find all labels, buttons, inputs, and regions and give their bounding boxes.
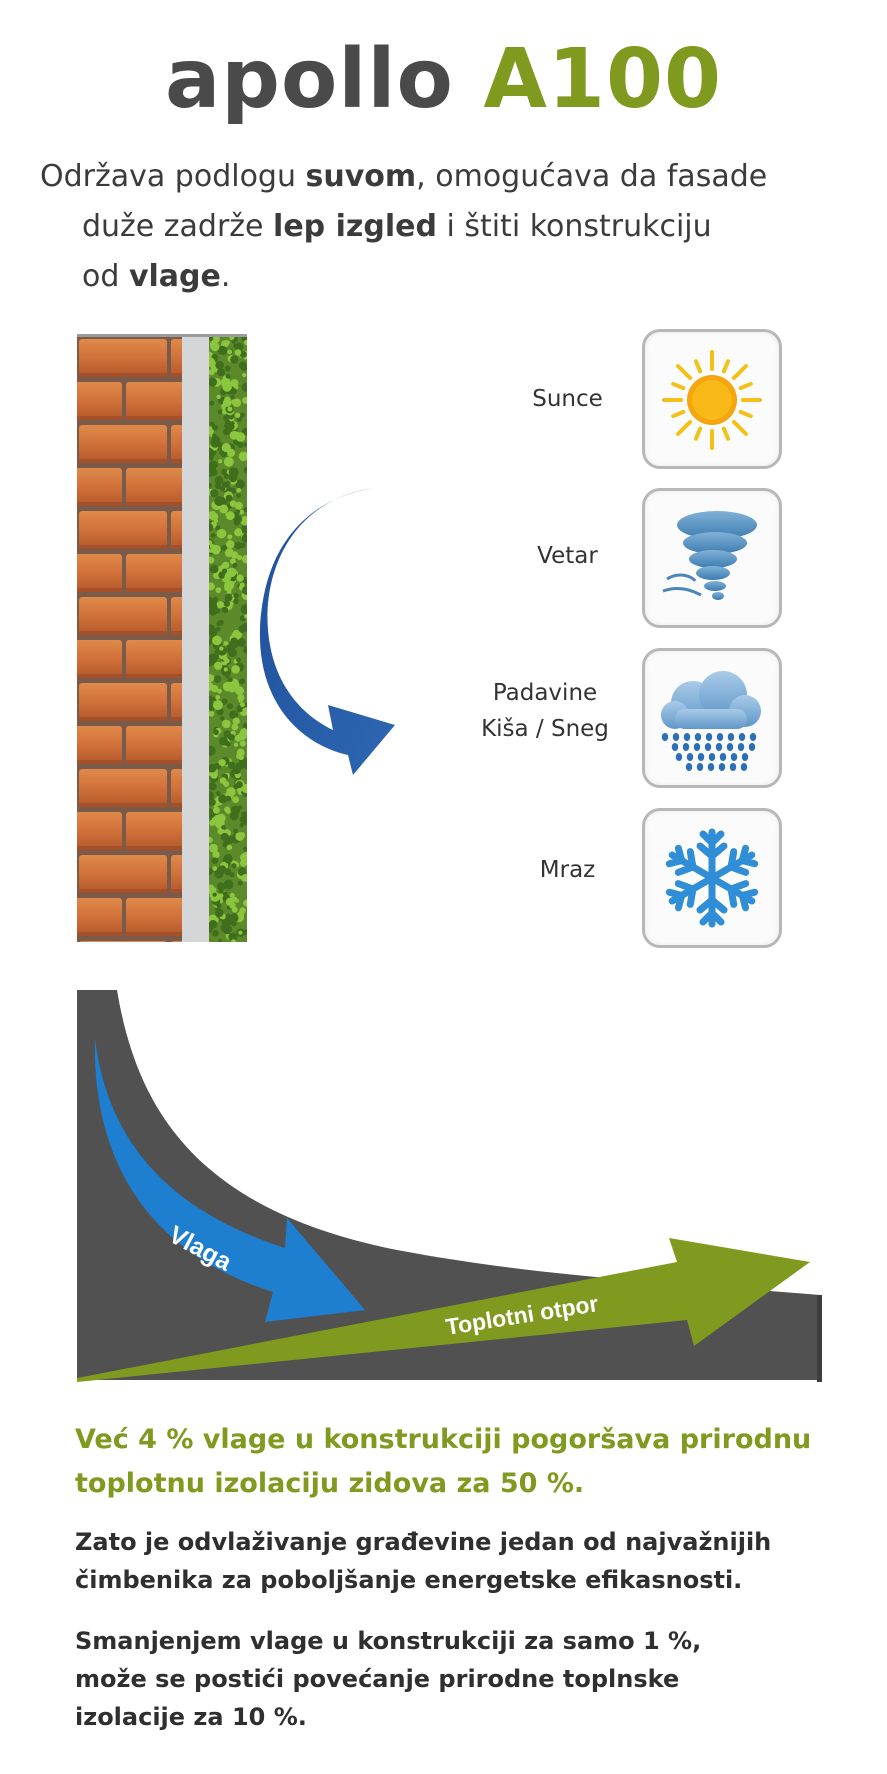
brick-pattern (77, 337, 182, 942)
wind-icon (662, 511, 757, 600)
weather-label-mraz: Mraz (539, 857, 596, 883)
sun-icon (662, 350, 762, 450)
weather-label-sunce: Sunce (532, 386, 603, 412)
frost-box (642, 808, 782, 948)
wall-top-edge (77, 334, 247, 338)
key-fact-paragraph: Već 4 % vlage u konstrukciji pogoršava p… (75, 1424, 812, 1499)
title-model: A100 (483, 32, 723, 127)
wind-box (642, 488, 782, 628)
weather-label-kisa-sneg: Kiša / Sneg (481, 716, 609, 742)
moisture-vs-thermal-graph: Vlaga Toplotni otpor (77, 990, 822, 1382)
efficiency-paragraph: Zato je odvlaživanje građevine jedan od … (75, 1528, 772, 1594)
thermal-resistance-arrow (77, 1238, 810, 1382)
plaster-layer (182, 337, 210, 942)
intro-line-2: duže zadrže lep izgled i štiti konstrukc… (82, 209, 712, 244)
moisture-arrow (94, 1038, 365, 1322)
intro-line-3: od vlage. (82, 259, 231, 294)
snowflake-icon (665, 828, 759, 928)
deflection-arrow-icon (259, 488, 395, 775)
sun-box (642, 329, 782, 469)
facade-finish-layer (204, 334, 252, 945)
page-title: apollo A100 (0, 30, 887, 130)
weather-label-vetar: Vetar (537, 543, 598, 569)
weather-label-padavine: Padavine (492, 680, 598, 706)
title-brand: apollo (164, 32, 454, 127)
intro-line-1: Održava podlogu suvom, omogućava da fasa… (40, 159, 768, 194)
intro-paragraph: Održava podlogu suvom, omogućava da fasa… (40, 152, 860, 302)
insulation-paragraph: Smanjenjem vlage u konstrukciji za samo … (75, 1627, 702, 1731)
rain-box (642, 648, 782, 788)
brick-wall (77, 337, 182, 942)
rain-cloud-icon (661, 671, 761, 771)
